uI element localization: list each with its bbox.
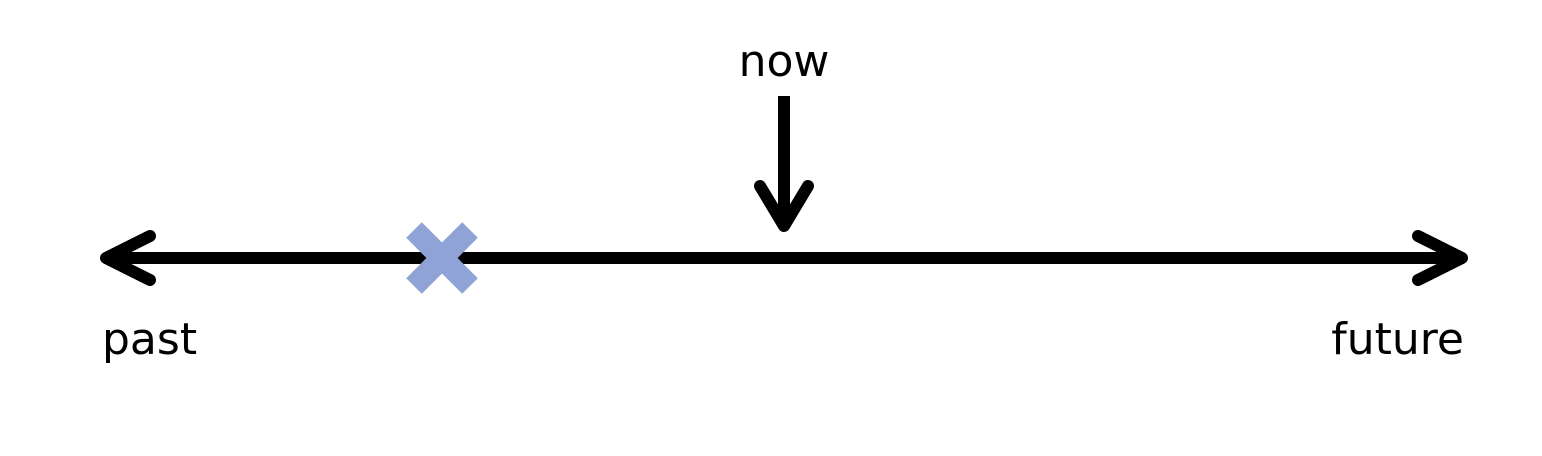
down-arrow-icon — [754, 96, 814, 232]
past-label: past — [102, 314, 198, 365]
future-arrowhead-icon — [1412, 230, 1468, 286]
future-label: future — [1331, 314, 1464, 365]
now-label: now — [738, 36, 830, 87]
x-marker-icon — [406, 222, 478, 294]
past-arrowhead-icon — [100, 230, 156, 286]
